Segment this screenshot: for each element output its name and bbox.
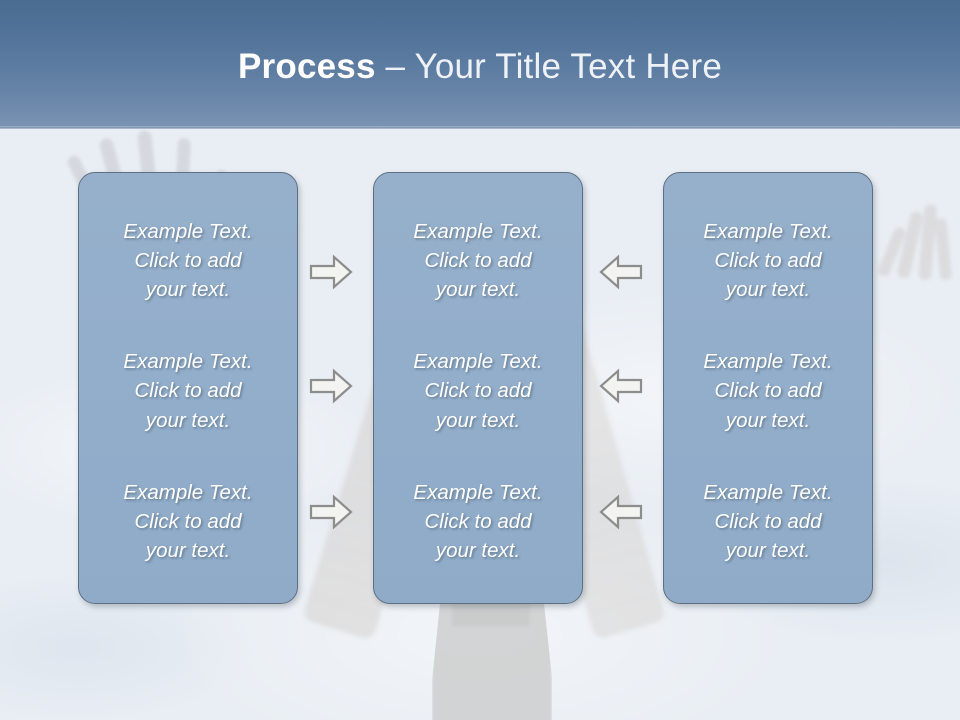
title-divider — [0, 126, 960, 129]
text-line-1: Example Text. — [703, 219, 833, 243]
arrow-right-icon[interactable] — [309, 254, 353, 290]
text-line-3: your text. — [145, 277, 231, 301]
text-line-3: your text. — [145, 539, 231, 563]
text-line-2: Click to add — [134, 379, 242, 403]
process-text-block[interactable]: Example Text. Click to add your text. — [91, 347, 285, 434]
arrow-right-icon[interactable] — [309, 368, 353, 404]
text-line-1: Example Text. — [123, 480, 253, 504]
text-line-2: Click to add — [714, 248, 822, 272]
text-line-2: Click to add — [714, 379, 822, 403]
process-box-column-2[interactable]: Example Text. Click to add your text. Ex… — [373, 172, 583, 604]
text-line-2: Click to add — [134, 248, 242, 272]
process-box-column-1[interactable]: Example Text. Click to add your text. Ex… — [78, 172, 298, 604]
process-text-block[interactable]: Example Text. Click to add your text. — [386, 217, 570, 304]
text-line-1: Example Text. — [703, 350, 833, 374]
text-line-1: Example Text. — [413, 480, 543, 504]
text-line-1: Example Text. — [123, 219, 253, 243]
arrow-left-icon[interactable] — [599, 494, 643, 530]
title-banner — [0, 0, 960, 128]
text-line-1: Example Text. — [413, 219, 543, 243]
arrow-left-icon[interactable] — [599, 254, 643, 290]
text-line-2: Click to add — [424, 379, 532, 403]
text-line-3: your text. — [725, 408, 811, 432]
process-text-block[interactable]: Example Text. Click to add your text. — [386, 478, 570, 565]
arrow-right-icon[interactable] — [309, 494, 353, 530]
process-text-block[interactable]: Example Text. Click to add your text. — [91, 217, 285, 304]
text-line-3: your text. — [435, 408, 521, 432]
process-text-block[interactable]: Example Text. Click to add your text. — [386, 347, 570, 434]
process-text-block[interactable]: Example Text. Click to add your text. — [91, 478, 285, 565]
text-line-3: your text. — [435, 277, 521, 301]
page-title-rest: – Your Title Text Here — [375, 47, 722, 86]
background-right-hand-icon — [872, 198, 960, 308]
text-line-3: your text. — [725, 539, 811, 563]
process-text-block[interactable]: Example Text. Click to add your text. — [676, 347, 860, 434]
text-line-1: Example Text. — [703, 480, 833, 504]
text-line-3: your text. — [725, 277, 811, 301]
text-line-2: Click to add — [134, 510, 242, 534]
process-text-block[interactable]: Example Text. Click to add your text. — [676, 217, 860, 304]
text-line-1: Example Text. — [413, 350, 543, 374]
arrow-left-icon[interactable] — [599, 368, 643, 404]
text-line-2: Click to add — [424, 248, 532, 272]
page-title-strong: Process — [238, 47, 376, 86]
text-line-3: your text. — [435, 539, 521, 563]
process-text-block[interactable]: Example Text. Click to add your text. — [676, 478, 860, 565]
text-line-2: Click to add — [424, 510, 532, 534]
text-line-1: Example Text. — [123, 350, 253, 374]
process-box-column-3[interactable]: Example Text. Click to add your text. Ex… — [663, 172, 873, 604]
page-title: Process – Your Title Text Here — [0, 47, 960, 87]
text-line-2: Click to add — [714, 510, 822, 534]
text-line-3: your text. — [145, 408, 231, 432]
